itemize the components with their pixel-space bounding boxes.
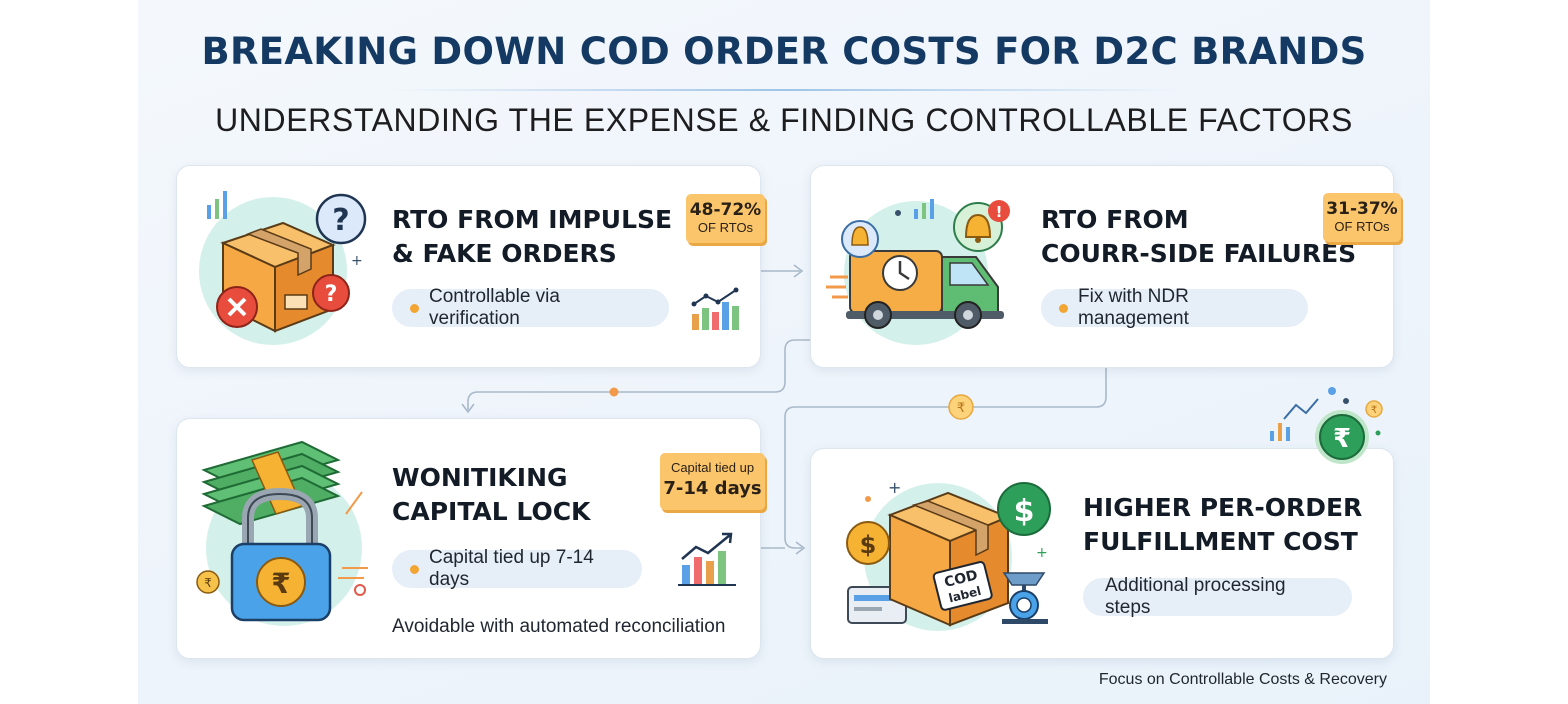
bullet-dot [1059,303,1068,313]
pill-text: Additional processing steps [1105,575,1286,618]
info-pill: Controllable via verification [392,286,669,329]
card-note: Avoidable with automated reconciliation [392,616,726,637]
pill-text: Capital tied up 7-14 days [429,547,594,590]
svg-text:₹: ₹ [271,567,290,600]
svg-text:$: $ [1014,494,1035,529]
badge-value: 7-14 days [663,478,762,499]
svg-text:$: $ [860,531,877,559]
bar-chart-icon [691,287,739,330]
pill-text: Controllable via verification [429,286,560,329]
card-title: HIGHER PER-ORDER FULFILLMENT COST [1083,493,1363,556]
title-divider [390,89,1180,91]
percentage-badge: 48-72% OF RTOs [686,194,765,243]
info-pill: Additional processing steps [1083,575,1352,618]
card-title: WONITIKING CAPITAL LOCK [392,463,591,526]
rupee-coin-connector-icon: ₹ [948,394,974,420]
cash-lock-icon: ₹ ₹ [196,440,368,626]
package-question-icon: ? ? + [199,191,367,345]
delivery-truck-icon [826,199,1004,345]
svg-text:₹: ₹ [1333,424,1351,454]
svg-text:?: ? [325,282,338,307]
days-badge: Capital tied up 7-14 days [660,453,765,510]
badge-caption: OF RTOs [697,220,754,235]
connector-dot [609,387,619,397]
rupee-coin-icon: ₹ ₹ [1270,387,1383,464]
cod-label-text: COD [943,567,980,591]
svg-text:+: + [1036,545,1048,561]
info-pill: Capital tied up 7-14 days [392,547,642,590]
badge-caption: Capital tied up [670,460,755,475]
bell-alert-icon: ! [953,200,1010,252]
connector-card2-card3 [467,339,810,410]
growth-chart-icon [678,532,736,586]
bullet-dot [410,564,419,574]
percentage-badge: 31-37% OF RTOs [1323,193,1401,242]
page-title: BREAKING DOWN COD ORDER COSTS FOR D2C BR… [201,30,1367,73]
svg-text:?: ? [332,203,349,238]
cod-package-icon: + COD label $ $ + [846,478,1051,631]
svg-text:₹: ₹ [204,576,212,590]
card-title: RTO FROM IMPULSE & FAKE ORDERS [392,205,673,268]
svg-text:!: ! [996,203,1003,221]
page-subtitle: UNDERSTANDING THE EXPENSE & FINDING CONT… [215,102,1353,138]
badge-caption: OF RTOs [1334,219,1390,234]
connector-card2-card4 [784,368,1107,549]
footer-caption: Focus on Controllable Costs & Recovery [1098,671,1387,688]
svg-text:+: + [888,478,901,497]
bullet-dot [410,303,419,313]
card-title: RTO FROM COURR-SIDE FAILURES [1041,205,1357,268]
info-pill: Fix with NDR management [1041,286,1308,329]
pill-text: Fix with NDR management [1078,286,1189,329]
svg-text:₹: ₹ [957,401,965,416]
svg-text:+: + [351,253,363,269]
badge-value: 31-37% [1326,199,1398,219]
svg-text:₹: ₹ [1371,405,1377,416]
badge-value: 48-72% [689,200,762,220]
